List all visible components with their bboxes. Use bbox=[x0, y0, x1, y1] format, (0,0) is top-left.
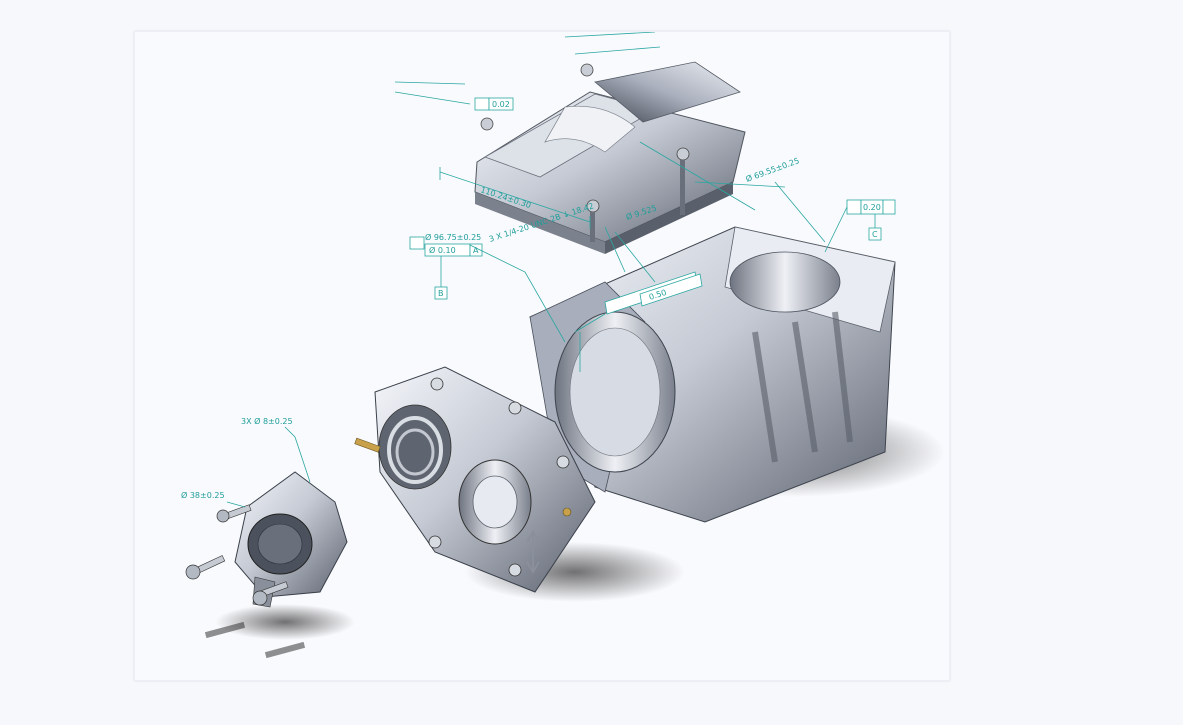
annotation-top[interactable] bbox=[564, 32, 786, 211]
datum-label: A bbox=[473, 246, 479, 255]
exploded-assembly-drawing: 3X Ø 8±0.25 Ø 38±0.25 Ø 96.75±0.25 Ø 0.1… bbox=[181, 32, 945, 659]
annotation-text: 0.02 bbox=[492, 100, 510, 109]
cap-shadow bbox=[215, 604, 355, 640]
front-cover[interactable] bbox=[374, 366, 596, 593]
annotation-text: Ø 0.10 bbox=[429, 245, 456, 255]
datum-label: B bbox=[438, 289, 444, 298]
main-housing[interactable] bbox=[529, 226, 896, 523]
bolt[interactable] bbox=[252, 581, 289, 606]
top-cover[interactable] bbox=[474, 61, 746, 254]
annotation-text: 3X Ø 8±0.25 bbox=[241, 416, 293, 426]
annotation-text: Ø 69.55±0.25 bbox=[744, 155, 800, 184]
annotation-text: Ø 38±0.25 bbox=[181, 490, 225, 500]
datum-label: C bbox=[872, 230, 878, 239]
bolt-shadow bbox=[264, 641, 306, 659]
end-cap[interactable] bbox=[234, 471, 348, 608]
bolt-shadow bbox=[204, 621, 246, 639]
annotation-profile[interactable]: 0.20 C bbox=[824, 199, 896, 253]
cad-drawing-canvas[interactable]: 3X Ø 8±0.25 Ø 38±0.25 Ø 96.75±0.25 Ø 0.1… bbox=[134, 31, 950, 681]
annotation-flatness[interactable]: 0.02 bbox=[394, 81, 514, 111]
annotation-text: 0.20 bbox=[863, 203, 881, 212]
annotation-dia-38[interactable]: Ø 38±0.25 bbox=[181, 490, 246, 508]
bolt[interactable] bbox=[216, 504, 252, 523]
dowel-pin[interactable] bbox=[354, 437, 381, 453]
bolt[interactable] bbox=[185, 555, 226, 580]
annotation-dia-69[interactable]: Ø 69.55±0.25 bbox=[744, 155, 826, 243]
annotation-3x-holes[interactable]: 3X Ø 8±0.25 bbox=[241, 416, 311, 483]
annotation-position[interactable]: 0.50 bbox=[574, 271, 703, 372]
annotation-dia-96[interactable]: Ø 96.75±0.25 Ø 0.10 A B bbox=[409, 232, 566, 343]
annotation-text: Ø 96.75±0.25 bbox=[425, 232, 481, 242]
